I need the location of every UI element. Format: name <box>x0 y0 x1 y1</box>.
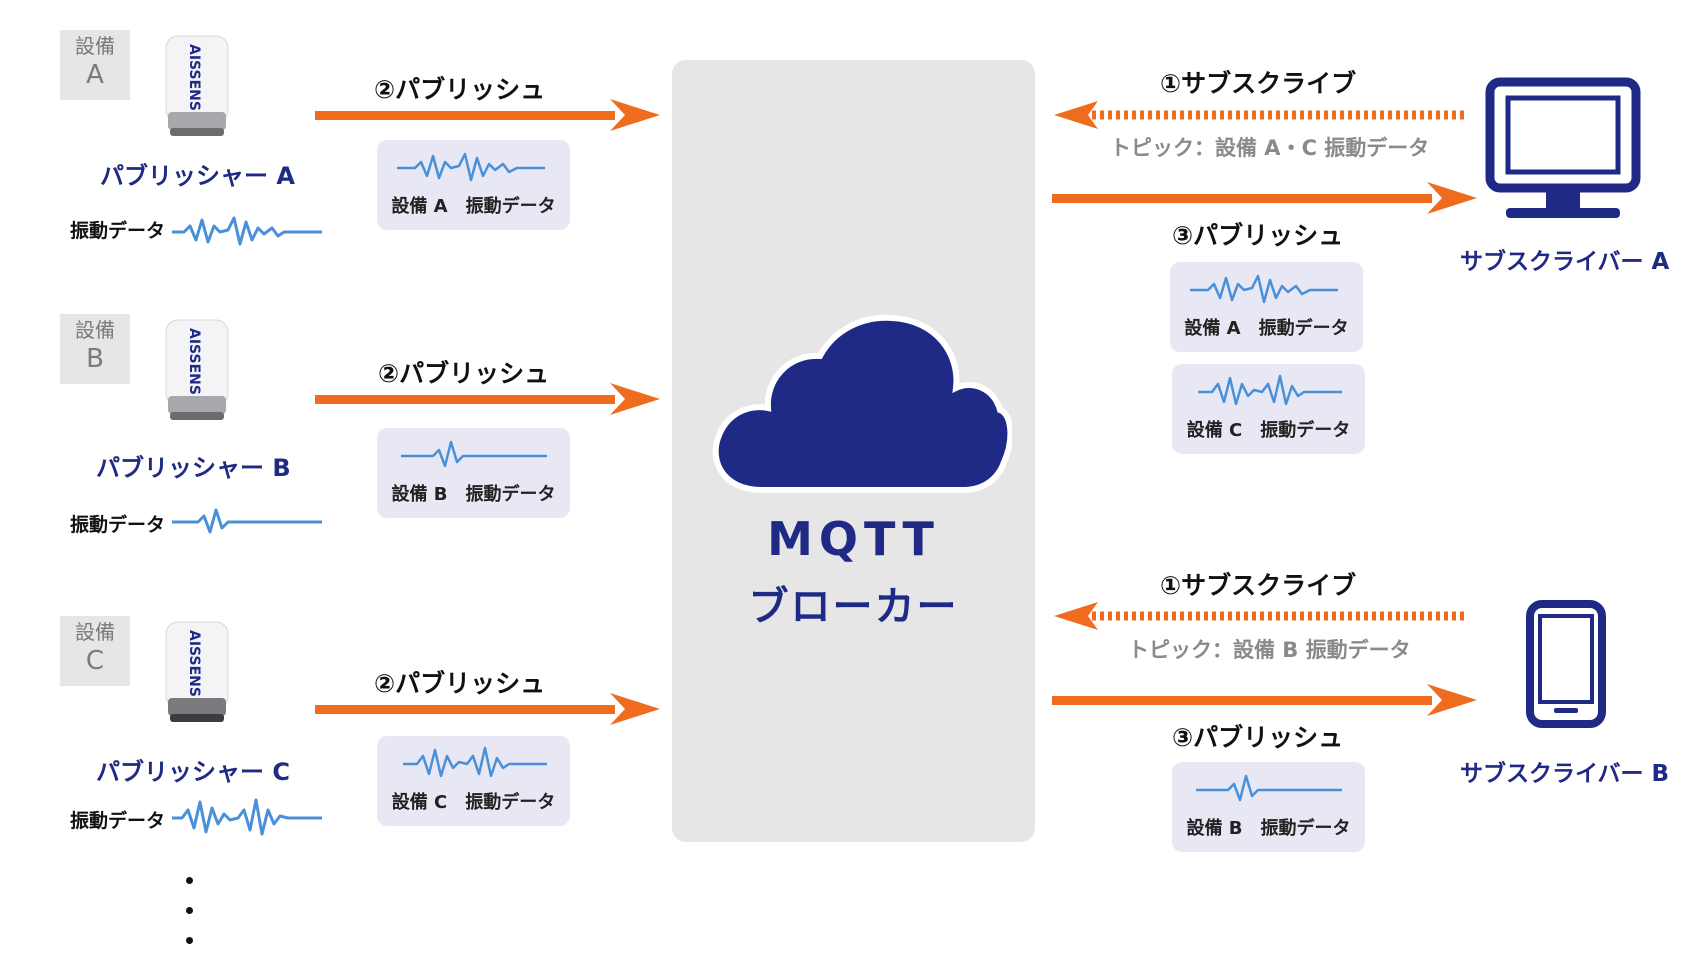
data-card-c: 設備 C 振動データ <box>377 736 570 826</box>
sensor-device-c: AISSENS <box>165 621 229 722</box>
data-card-a: 設備 A 振動データ <box>377 140 570 230</box>
equipment-tag-c: 設備 C <box>60 616 130 686</box>
data-card-b: 設備 B 振動データ <box>377 428 570 518</box>
publisher-name-a: パブリッシャー A <box>100 162 295 190</box>
card-wave <box>401 440 547 468</box>
data-card-sub-a-1: 設備 A 振動データ <box>1170 262 1363 352</box>
vibration-wave-c <box>172 798 322 836</box>
card-caption: 設備 B 振動データ <box>1186 818 1351 839</box>
subscribe-label-b: ①サブスクライブ <box>1160 571 1357 600</box>
publish-label-sub-b: ③パブリッシュ <box>1172 723 1344 752</box>
equipment-tag-label: 設備 <box>75 34 115 58</box>
publish-arrow-sub-a <box>1052 182 1477 214</box>
broker-title: MQTT <box>767 512 940 566</box>
sensor-brand-text: AISSENS <box>186 630 202 697</box>
equipment-tag-letter: A <box>86 60 104 90</box>
vibration-wave-a <box>172 216 322 246</box>
card-wave <box>1196 774 1342 802</box>
publish-label-b: ②パブリッシュ <box>378 359 550 388</box>
subscriber-name-b: サブスクライバー B <box>1460 761 1670 787</box>
publish-arrow-c <box>315 693 660 725</box>
card-wave <box>1190 274 1338 304</box>
subscribe-arrow-a <box>1054 101 1468 129</box>
data-card-sub-b-1: 設備 B 振動データ <box>1172 762 1365 852</box>
sensor-brand-text: AISSENS <box>186 44 202 111</box>
data-card-sub-a-2: 設備 C 振動データ <box>1172 364 1365 454</box>
equipment-tag-label: 設備 <box>75 620 115 644</box>
sensor-brand-text: AISSENS <box>186 328 202 395</box>
card-wave <box>1198 374 1342 406</box>
subscribe-label-a: ①サブスクライブ <box>1160 69 1357 98</box>
broker-subtitle: ブローカー <box>748 584 959 630</box>
card-wave <box>397 152 545 182</box>
equipment-tag-b: 設備 B <box>60 314 130 384</box>
card-caption: 設備 C 振動データ <box>391 792 556 813</box>
card-caption: 設備 A 振動データ <box>1184 318 1349 339</box>
card-caption: 設備 C 振動データ <box>1186 420 1351 441</box>
sensor-device-a: AISSENS <box>165 35 229 136</box>
subscribe-arrow-b <box>1054 602 1468 630</box>
sensor-device-b: AISSENS <box>165 319 229 420</box>
subscriber-name-a: サブスクライバー A <box>1460 249 1670 275</box>
publisher-name-c: パブリッシャー C <box>96 758 290 786</box>
equipment-tag-label: 設備 <box>75 318 115 342</box>
equipment-tag-letter: C <box>85 646 105 676</box>
equipment-tag-letter: B <box>86 344 104 374</box>
equipment-tag-a: 設備 A <box>60 30 130 100</box>
card-wave <box>403 746 547 778</box>
smartphone-icon <box>1526 600 1606 728</box>
publish-label-sub-a: ③パブリッシュ <box>1172 221 1344 250</box>
publish-arrow-b <box>315 383 660 415</box>
monitor-icon <box>1485 77 1641 218</box>
card-caption: 設備 A 振動データ <box>391 196 556 217</box>
publish-label-c: ②パブリッシュ <box>374 669 546 698</box>
vibration-label-c: 振動データ <box>70 810 166 832</box>
card-caption: 設備 B 振動データ <box>391 484 556 505</box>
more-equipment-dot <box>186 937 193 944</box>
vibration-label-b: 振動データ <box>70 514 166 536</box>
more-equipment-dot <box>186 907 193 914</box>
topic-label-b: トピック：設備 B 振動データ <box>1128 638 1411 662</box>
publisher-name-b: パブリッシャー B <box>96 454 291 482</box>
publish-arrow-sub-b <box>1052 684 1477 716</box>
more-equipment-dot <box>186 877 193 884</box>
publish-arrow-a <box>315 99 660 131</box>
vibration-wave-b <box>172 508 322 534</box>
topic-label-a: トピック：設備 A・C 振動データ <box>1110 136 1430 160</box>
publish-label-a: ②パブリッシュ <box>374 75 546 104</box>
cloud-icon <box>712 314 1012 493</box>
vibration-label-a: 振動データ <box>70 220 166 242</box>
